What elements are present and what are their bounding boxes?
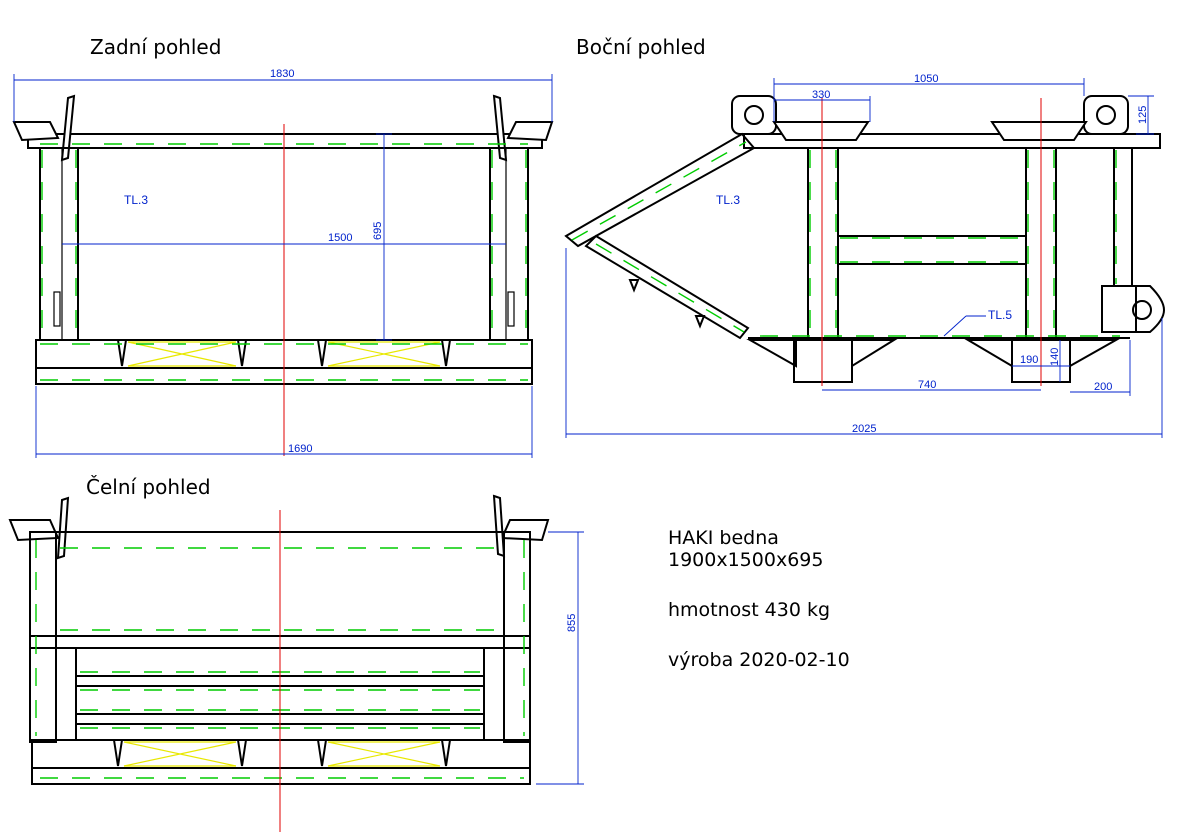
back-guide-left bbox=[60, 94, 76, 162]
dim-side-offset: 200 bbox=[1094, 381, 1112, 393]
front-lower-post-right bbox=[483, 647, 505, 741]
front-view: Čelní pohled bbox=[8, 475, 584, 832]
dim-side-overall: 2025 bbox=[852, 423, 876, 435]
front-base-upper bbox=[31, 739, 531, 769]
info-weight: hmotnost 430 kg bbox=[668, 599, 830, 621]
info-block: HAKI bedna 1900x1500x695 hmotnost 430 kg… bbox=[668, 527, 850, 671]
side-hinge bbox=[1101, 285, 1137, 333]
dim-back-inner: 1500 bbox=[328, 232, 352, 244]
dim-side-feeder: 330 bbox=[812, 89, 830, 101]
dim-back-overall: 1830 bbox=[270, 68, 294, 80]
back-view: Zadní pohled bbox=[12, 35, 554, 458]
dim-side-foot-w: 190 bbox=[1020, 354, 1038, 366]
info-size: 1900x1500x695 bbox=[668, 549, 823, 571]
side-eye-left bbox=[731, 95, 777, 135]
note-floor-thickness: TL.5 bbox=[988, 308, 1012, 322]
back-top-rim bbox=[27, 133, 543, 149]
back-ear-left bbox=[12, 121, 60, 142]
side-feeder-right bbox=[990, 121, 1088, 141]
back-ear-right bbox=[506, 121, 554, 142]
side-post-left bbox=[807, 147, 839, 341]
side-view: Boční pohled bbox=[564, 35, 1166, 438]
front-guide-right bbox=[492, 494, 506, 558]
dim-front-height: 855 bbox=[566, 614, 578, 632]
front-ear-right bbox=[500, 519, 550, 542]
front-ear-left bbox=[8, 519, 60, 542]
dim-side-foot-h: 140 bbox=[1049, 348, 1061, 366]
dim-side-feet-spacing: 740 bbox=[918, 379, 936, 391]
info-name: HAKI bedna bbox=[668, 527, 779, 549]
back-guide-right bbox=[492, 94, 508, 162]
side-lower-arm bbox=[584, 234, 750, 340]
side-view-title: Boční pohled bbox=[576, 35, 706, 59]
front-view-title: Čelní pohled bbox=[86, 475, 211, 499]
side-crossbar bbox=[837, 235, 1027, 265]
dim-back-height: 695 bbox=[372, 222, 384, 240]
back-view-title: Zadní pohled bbox=[90, 35, 221, 59]
side-foot-left bbox=[793, 339, 853, 383]
front-guide-left bbox=[56, 496, 70, 560]
side-upper-arm bbox=[564, 132, 756, 248]
dim-side-eye: 125 bbox=[1137, 106, 1149, 124]
note-back-thickness: TL.3 bbox=[124, 193, 148, 207]
side-feeder-left bbox=[772, 121, 870, 141]
front-base-lower bbox=[31, 767, 531, 785]
note-side-thickness: TL.3 bbox=[716, 193, 740, 207]
front-lower-post-left bbox=[55, 647, 77, 741]
side-eye-right bbox=[1083, 95, 1129, 135]
dim-back-base: 1690 bbox=[288, 443, 312, 455]
dim-side-top: 1050 bbox=[914, 73, 938, 85]
info-date: výroba 2020-02-10 bbox=[668, 649, 850, 671]
side-top-rail bbox=[743, 133, 1161, 149]
